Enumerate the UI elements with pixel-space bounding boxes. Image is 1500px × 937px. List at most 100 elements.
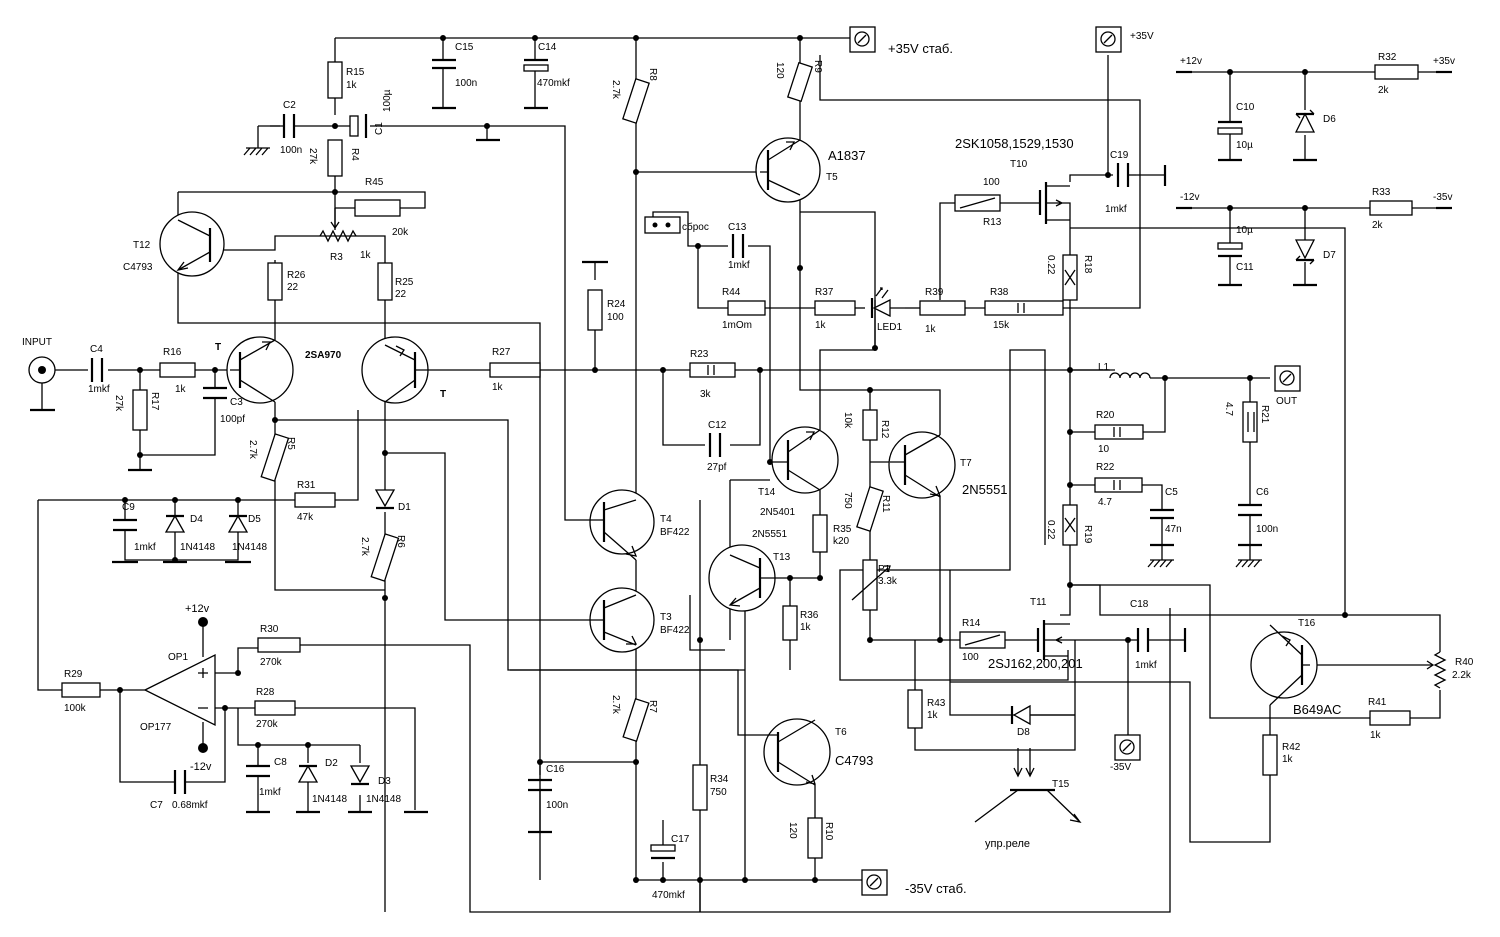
label-R30: R30 <box>260 624 279 635</box>
label-T16: T16 <box>1298 618 1316 629</box>
label-R17-val: 27k <box>113 395 124 412</box>
label-R34: R34 <box>710 774 729 785</box>
ground-symbols <box>30 70 1452 834</box>
label-R32-val: 2k <box>1378 85 1390 96</box>
resistor-R27 <box>489 362 541 378</box>
label-p12: +12v <box>1180 56 1202 67</box>
label-out: OUT <box>1276 396 1297 407</box>
label-vneg-stab: -35V стаб. <box>905 881 967 896</box>
labels: +35V стаб. -35V стаб. +35V -35V +12v -12… <box>22 31 1474 901</box>
label-R7-val: 2.7k <box>610 695 621 715</box>
diode-D3 <box>349 765 371 786</box>
label-R28-val: 270k <box>256 719 279 730</box>
transistors <box>159 137 1318 823</box>
label-D4: D4 <box>190 514 203 525</box>
label-R4: R4 <box>349 148 360 161</box>
capacitor-C5 <box>1150 508 1174 528</box>
resistor-R37 <box>814 300 856 316</box>
label-C3-val: 100pf <box>220 414 245 425</box>
label-R42-val: 1k <box>1282 754 1294 765</box>
transistor-T16 <box>1250 624 1318 706</box>
label-R26-val: 22 <box>287 282 299 293</box>
mosfet-T10 <box>1038 182 1071 225</box>
reset-switch[interactable] <box>644 216 681 234</box>
label-t-mark2: T <box>440 389 446 400</box>
label-C10: C10 <box>1236 102 1255 113</box>
terminal-vpos[interactable] <box>1095 26 1122 53</box>
resistor-R24 <box>587 289 603 331</box>
label-R38-val: 15k <box>993 320 1010 331</box>
capacitor-C19 <box>1116 163 1136 187</box>
resistor-R6 <box>370 533 400 582</box>
resistor-R21 <box>1242 401 1258 443</box>
label-D8: D8 <box>1017 727 1030 738</box>
label-D2: D2 <box>325 758 338 769</box>
mosfet-T11 <box>1036 620 1070 660</box>
diode-D1 <box>374 489 396 510</box>
label-C19: C19 <box>1110 150 1129 161</box>
label-R41-val: 1k <box>1370 730 1382 741</box>
terminal-vneg[interactable] <box>1114 734 1141 761</box>
resistor-R41 <box>1369 710 1411 726</box>
transistor-T6 <box>760 718 831 786</box>
opamp-OP1 <box>143 653 216 727</box>
label-C16-val: 100n <box>546 800 568 811</box>
label-C8: C8 <box>274 757 287 768</box>
terminal-vneg-stab[interactable] <box>861 869 888 896</box>
resistor-R5 <box>260 433 290 482</box>
label-C7: C7 <box>150 800 163 811</box>
label-T10: T10 <box>1010 159 1028 170</box>
label-D3: D3 <box>378 776 391 787</box>
resistor-R10 <box>807 817 823 859</box>
resistor-R26 <box>267 262 283 301</box>
resistor-R25 <box>377 262 393 301</box>
label-C11: C11 <box>1236 262 1254 273</box>
capacitor-C3 <box>203 383 227 402</box>
label-C3: C3 <box>230 397 243 408</box>
capacitor-C8 <box>246 760 270 795</box>
label-C9-val: 1mkf <box>134 542 156 553</box>
label-T4: T4 <box>660 514 672 525</box>
label-m35: -35v <box>1433 192 1452 203</box>
resistor-R30 <box>257 637 301 653</box>
input-jack[interactable] <box>28 356 56 410</box>
label-C19-val: 1mkf <box>1105 204 1127 215</box>
label-T3: T3 <box>660 612 672 623</box>
capacitor-C13 <box>731 234 745 258</box>
label-C15-val: 100n <box>455 78 477 89</box>
resistor-R39 <box>919 300 966 316</box>
diodes <box>164 109 1316 795</box>
label-D3-type: 1N4148 <box>366 794 401 805</box>
label-R44: R44 <box>722 287 741 298</box>
label-R15-val: 1k <box>346 80 358 91</box>
diode-D4 <box>164 510 186 545</box>
label-A1837: A1837 <box>828 148 866 163</box>
label-C12-val: 27pf <box>707 462 727 473</box>
label-reset: сброс <box>682 221 709 233</box>
label-R39-val: 1k <box>925 324 937 335</box>
transistor-T7 <box>888 431 956 499</box>
resistor-R22 <box>1094 477 1143 493</box>
terminal-out[interactable] <box>1274 365 1301 392</box>
resistor-R36 <box>782 605 798 641</box>
resistors <box>61 61 1447 859</box>
label-T13: T13 <box>773 552 791 563</box>
terminal-vpos-stab[interactable] <box>849 26 876 53</box>
capacitor-C9 <box>113 510 137 545</box>
label-R11: R11 <box>880 495 891 513</box>
label-T7-type: 2N5551 <box>962 482 1008 497</box>
label-R39: R39 <box>925 287 944 298</box>
resistor-R29 <box>61 682 101 698</box>
label-R35: R35 <box>833 524 852 535</box>
label-C1-val: 100µ <box>382 89 393 112</box>
label-P1-val: 3.3k <box>878 576 898 587</box>
label-relay: упр.реле <box>985 838 1030 850</box>
label-R40: R40 <box>1455 657 1474 668</box>
label-C14-val: 470mkf <box>537 78 570 89</box>
label-R34-val: 750 <box>710 787 727 798</box>
label-R11-val: 750 <box>842 492 853 509</box>
inductor-L1 <box>1109 372 1151 379</box>
transistor-T13 <box>708 544 790 612</box>
resistor-R32 <box>1374 64 1419 80</box>
label-R17: R17 <box>149 392 160 411</box>
